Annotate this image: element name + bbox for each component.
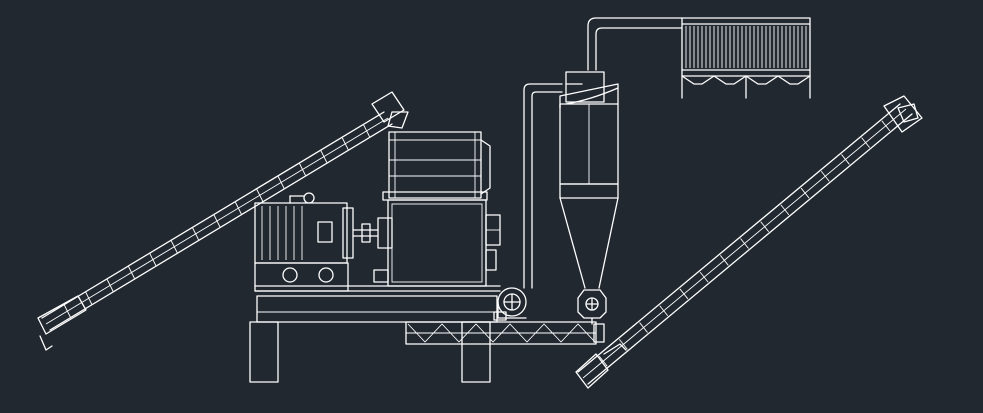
conveyor-flight xyxy=(659,305,669,317)
conveyor-flight xyxy=(213,214,221,228)
cyclone-separator xyxy=(559,71,619,289)
conveyor-flight xyxy=(598,355,608,367)
rotary-airlock-valve xyxy=(577,289,607,325)
conveyor-flight xyxy=(192,227,200,241)
conveyor-flight xyxy=(780,204,790,216)
conveyor-flight xyxy=(256,189,264,202)
conveyor-flight xyxy=(170,240,178,253)
conveyor-flight xyxy=(679,288,689,300)
conveyor-flight xyxy=(800,187,810,199)
conveyor-flight xyxy=(234,201,242,215)
left-inclined-screw-conveyor xyxy=(37,91,409,351)
right-inclined-screw-conveyor xyxy=(575,95,923,389)
conveyor-flight xyxy=(719,255,729,266)
bottom-screw-conveyor xyxy=(405,321,605,345)
conveyor-flight xyxy=(760,221,770,232)
machine-base-frame xyxy=(249,262,501,383)
conveyor-flight xyxy=(699,271,709,283)
air-duct-fan-to-cyclone xyxy=(523,83,563,289)
conveyor-flight xyxy=(639,322,648,333)
screw-flight-zigzag xyxy=(407,323,596,343)
hammer-mill-housing xyxy=(373,199,501,287)
suction-fan xyxy=(493,287,527,321)
conveyor-flight xyxy=(363,124,371,138)
electric-motor xyxy=(254,192,393,264)
conveyor-flight xyxy=(128,266,135,279)
conveyor-flight xyxy=(320,150,328,163)
conveyor-flight xyxy=(740,238,749,249)
conveyor-flight xyxy=(106,279,114,292)
conveyor-flight xyxy=(85,292,93,305)
conveyor-flight xyxy=(841,154,850,165)
conveyor-flight xyxy=(881,120,891,132)
conveyor-flight xyxy=(149,253,157,266)
hammer-mill-hopper xyxy=(382,131,491,201)
conveyor-flight xyxy=(299,163,306,176)
conveyor-flight xyxy=(820,170,830,182)
pulse-bag-dust-collector xyxy=(681,17,811,99)
conveyor-flight xyxy=(619,339,628,350)
conveyor-flight xyxy=(861,137,870,148)
conveyor-flight xyxy=(277,176,285,189)
conveyor-flight xyxy=(63,304,71,318)
conveyor-flight xyxy=(341,137,349,150)
air-duct-cyclone-to-filter xyxy=(587,17,683,71)
